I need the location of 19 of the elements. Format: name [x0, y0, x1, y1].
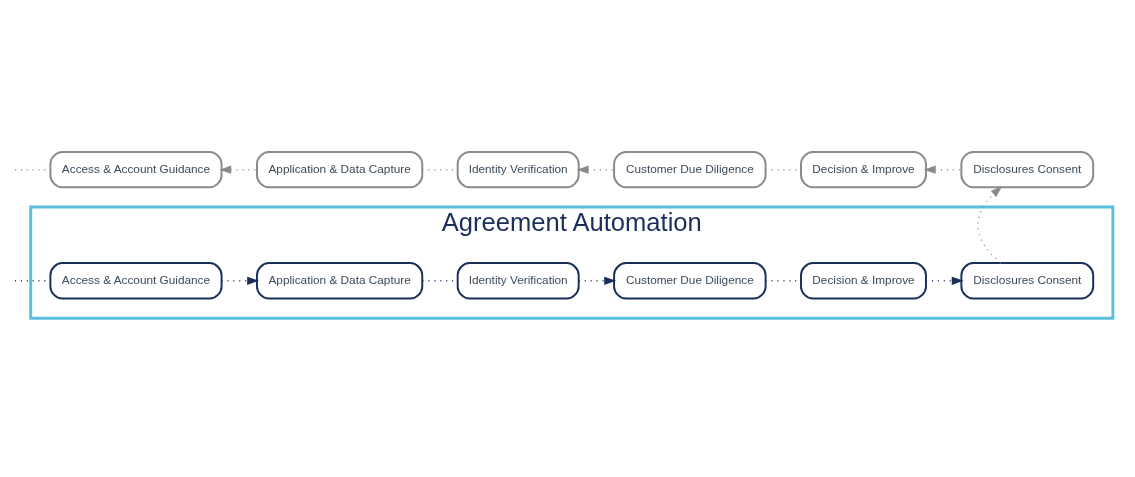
arrow: [925, 276, 964, 285]
arrow: [578, 276, 617, 285]
node-box: Disclosures Consent: [960, 261, 1095, 299]
arrow: [923, 165, 963, 174]
arrow: [219, 165, 258, 174]
node-box: Access & Account Guidance: [49, 150, 223, 188]
node-box: Application & Data Capture: [256, 150, 424, 188]
node-box: Customer Due Diligence: [613, 261, 767, 299]
node-box: Access & Account Guidance: [49, 261, 223, 299]
arrow: [576, 165, 615, 174]
node-box: Identity Verification: [456, 150, 580, 188]
node-box: Decision & Improve: [800, 261, 927, 299]
node-box: Application & Data Capture: [256, 261, 424, 299]
node-box: Disclosures Consent: [960, 150, 1095, 188]
node-box: Identity Verification: [456, 261, 580, 299]
node-box: Decision & Improve: [800, 150, 927, 188]
arrow: [977, 185, 1003, 264]
node-box: Customer Due Diligence: [613, 150, 767, 188]
arrow: [220, 276, 259, 285]
